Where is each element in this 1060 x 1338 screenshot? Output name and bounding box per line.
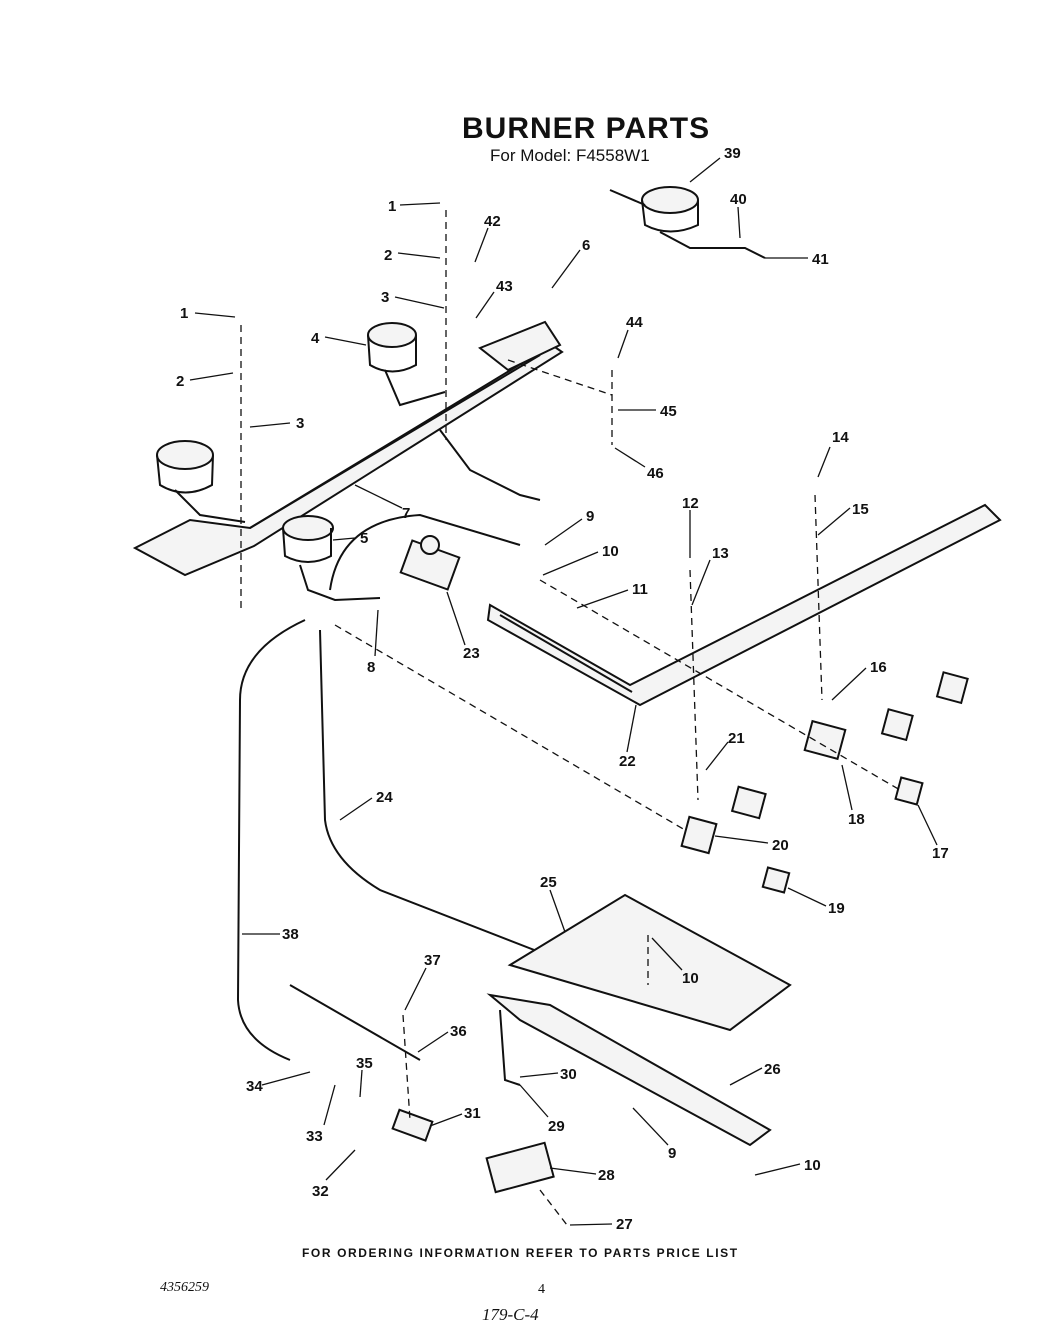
callout-22: 22 (619, 753, 636, 770)
assembly-lines (240, 210, 901, 1226)
callout-25: 25 (540, 874, 557, 891)
callout-10c: 10 (804, 1157, 821, 1174)
oven-burner-tube (486, 993, 772, 1147)
callout-34: 34 (246, 1078, 263, 1095)
callout-11: 11 (632, 581, 648, 598)
callout-36: 36 (450, 1023, 467, 1040)
callout-15: 15 (852, 501, 869, 518)
oven-baffle (507, 893, 792, 1032)
callout-7: 7 (402, 505, 410, 522)
model-number: For Model: F4558W1 (490, 146, 650, 165)
rear-burner (367, 322, 446, 407)
callout-32: 32 (312, 1183, 329, 1200)
manifold-bracket (132, 320, 564, 577)
callout-9: 9 (586, 508, 594, 525)
page-title: BURNER PARTS (462, 112, 711, 145)
callout-24: 24 (376, 789, 393, 806)
callout-10b: 10 (682, 970, 699, 987)
callout-14: 14 (832, 429, 849, 446)
safety-valve (485, 1141, 555, 1194)
burner-valves (680, 671, 969, 894)
callout-45: 45 (660, 403, 677, 420)
callouts: 1 2 3 42 43 6 39 40 41 1 2 3 4 44 45 46 … (176, 145, 949, 1233)
left-rear-burner (156, 440, 246, 523)
callout-18: 18 (848, 811, 865, 828)
callout-27: 27 (616, 1216, 633, 1233)
callout-5: 5 (360, 530, 368, 547)
callout-1: 1 (388, 198, 396, 215)
callout-9b: 9 (668, 1145, 676, 1162)
callout-8: 8 (367, 659, 375, 676)
callout-43: 43 (496, 278, 513, 295)
callout-23: 23 (463, 645, 480, 662)
callout-46: 46 (647, 465, 664, 482)
callout-1b: 1 (180, 305, 188, 322)
handwritten-code: 179-C-4 (482, 1305, 539, 1324)
callout-37: 37 (424, 952, 441, 969)
callout-26: 26 (764, 1061, 781, 1078)
document-number: 4356259 (160, 1280, 209, 1295)
callout-35: 35 (356, 1055, 373, 1072)
callout-2b: 2 (176, 373, 184, 390)
ordering-note: FOR ORDERING INFORMATION REFER TO PARTS … (302, 1246, 739, 1260)
callout-21: 21 (728, 730, 745, 747)
callout-29: 29 (548, 1118, 565, 1135)
oven-burner-top (609, 186, 766, 259)
pilot-bracket (289, 984, 434, 1142)
callout-31: 31 (464, 1105, 481, 1122)
callout-28: 28 (598, 1167, 615, 1184)
callout-38: 38 (282, 926, 299, 943)
callout-3: 3 (381, 289, 389, 306)
callout-39: 39 (724, 145, 741, 162)
right-manifold-pipe (486, 503, 1002, 707)
callout-3b: 3 (296, 415, 304, 432)
page-number: 4 (538, 1282, 545, 1297)
callout-44: 44 (626, 314, 643, 331)
callout-4: 4 (311, 330, 320, 347)
front-burner (282, 515, 381, 602)
callout-19: 19 (828, 900, 845, 917)
callout-41: 41 (812, 251, 829, 268)
callout-2: 2 (384, 247, 392, 264)
callout-30: 30 (560, 1066, 577, 1083)
callout-42: 42 (484, 213, 501, 230)
callout-20: 20 (772, 837, 789, 854)
callout-33: 33 (306, 1128, 323, 1145)
callout-16: 16 (870, 659, 887, 676)
gas-tubes (236, 429, 561, 1061)
callout-6: 6 (582, 237, 590, 254)
pressure-regulator (399, 535, 461, 591)
callout-10: 10 (602, 543, 619, 560)
callout-40: 40 (730, 191, 747, 208)
callout-17: 17 (932, 845, 949, 862)
callout-13: 13 (712, 545, 729, 562)
callout-12: 12 (682, 495, 699, 512)
